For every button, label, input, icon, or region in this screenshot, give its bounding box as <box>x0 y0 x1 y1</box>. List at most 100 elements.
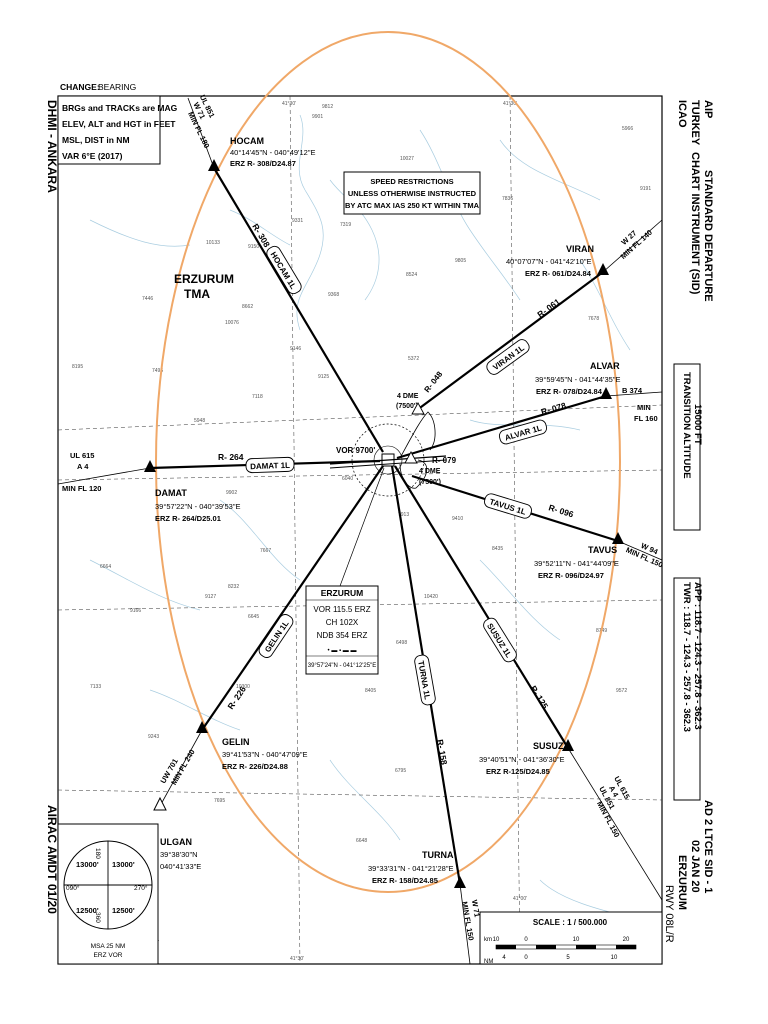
svg-text:FL 160: FL 160 <box>634 414 658 423</box>
radial-alvar: R- 078 <box>540 400 568 417</box>
spot-height: 5948 <box>194 418 205 424</box>
app-frequency: APP : 118.7 - 124.3 - 257.8 - 362.3 <box>692 582 703 730</box>
vor-altitude: VOR 9700' <box>336 446 375 455</box>
airway-w27: W 27 MIN FL 140 <box>619 228 654 261</box>
spot-height: 9127 <box>205 594 216 600</box>
scale-nm-tick: 4 <box>502 955 506 961</box>
spot-height: 10133 <box>206 240 220 246</box>
airway-b374: B 374 MIN FL 160 <box>622 386 658 423</box>
svg-text:39°52'11"N - 041°44'09"E: 39°52'11"N - 041°44'09"E <box>534 559 619 568</box>
wp-damat: DAMAT 39°57'22"N - 040°39'53"E ERZ R- 26… <box>155 488 241 523</box>
svg-text:BRGs and TRACKs are MAG: BRGs and TRACKs are MAG <box>62 103 178 113</box>
notes-box: BRGs and TRACKs are MAG ELEV, ALT and HG… <box>57 95 178 165</box>
viran-fix-icon[interactable] <box>597 263 609 275</box>
airway-uw701-line <box>159 729 203 807</box>
wp-ulgan: ULGAN 39°38'30"N 040°41'33"E <box>160 837 201 871</box>
route-label-hocam: HOCAM 1L <box>266 245 302 295</box>
spot-height: 6795 <box>395 768 406 774</box>
transition-altitude-value: 15000 FT <box>692 404 703 445</box>
spot-height: 9812 <box>322 104 333 110</box>
radial-susuz: R- 125 <box>528 684 550 711</box>
svg-text:CH 102X: CH 102X <box>326 618 359 627</box>
airport-area <box>329 423 447 497</box>
radial-turna: R- 158 <box>435 739 449 766</box>
wp-susuz: SUSUZ 39°40'51"N - 041°36'30"E ERZ R-125… <box>479 741 565 776</box>
tma-name-2: TMA <box>184 287 210 301</box>
radial-gelin: R- 226 <box>225 684 248 711</box>
tma-boundary <box>155 31 621 893</box>
route-viran[interactable] <box>416 271 604 411</box>
spot-height: 9902 <box>226 490 237 496</box>
svg-text:NDB 354 ERZ: NDB 354 ERZ <box>317 631 368 640</box>
msa-diagram: 180 360 090° 270° 13000' 13000' 12500' 1… <box>57 823 159 965</box>
svg-text:UL 615: UL 615 <box>70 451 94 460</box>
spot-height: 9805 <box>455 258 466 264</box>
route-gelin[interactable] <box>201 465 384 731</box>
hocam-fix-icon[interactable] <box>208 159 220 171</box>
spot-height: 6498 <box>396 640 407 646</box>
alvar-fix-icon[interactable] <box>600 387 612 399</box>
gelin-fix-icon[interactable] <box>196 721 208 733</box>
morse-code: • ▬ ▪ ▬ ▬ <box>328 648 357 654</box>
svg-text:VIRAN: VIRAN <box>566 244 594 254</box>
svg-text:40°14'45"N - 040°49'12"E: 40°14'45"N - 040°49'12"E <box>230 148 316 157</box>
route-alvar[interactable] <box>396 394 607 460</box>
frequency-box: TWR : 118.7 - 124.3 - 257.8 - 362.3 APP … <box>673 577 703 801</box>
turna-fix-icon[interactable] <box>454 876 466 888</box>
route-hocam[interactable] <box>213 167 384 453</box>
runway-label: RWY 08L/R <box>663 885 675 943</box>
svg-text:ERZ R- 061/D24.84: ERZ R- 061/D24.84 <box>525 269 592 278</box>
svg-text:B 374: B 374 <box>622 386 643 395</box>
dme-south-dist: 4 DME <box>419 468 441 475</box>
svg-text:39°57'24"N - 041°12'25"E: 39°57'24"N - 041°12'25"E <box>308 663 376 669</box>
navaid-box: ERZURUM VOR 115.5 ERZ CH 102X NDB 354 ER… <box>305 467 385 675</box>
scale-km-tick: 10 <box>573 937 580 943</box>
svg-text:VAR 6°E (2017): VAR 6°E (2017) <box>62 151 123 161</box>
wp-hocam: HOCAM 40°14'45"N - 040°49'12"E ERZ R- 30… <box>230 136 316 168</box>
scale-km-label: km <box>484 937 492 943</box>
svg-text:040°41'33"E: 040°41'33"E <box>160 862 201 871</box>
scale-nm-tick: 10 <box>611 955 618 961</box>
spot-height: 7678 <box>588 316 599 322</box>
route-label-gelin: GELIN 1L <box>258 614 294 658</box>
svg-text:ULGAN: ULGAN <box>160 837 192 847</box>
svg-text:39°40'51"N - 041°36'30"E: 39°40'51"N - 041°36'30"E <box>479 755 565 764</box>
chart-frame <box>57 95 663 965</box>
airac-label: AIRAC AMDT 01/20 <box>45 805 59 914</box>
ulgan-fix-icon[interactable] <box>153 796 167 811</box>
susuz-fix-icon[interactable] <box>562 739 574 751</box>
scale-km-tick: 10 <box>493 937 500 943</box>
wp-alvar: ALVAR 39°59'45"N - 041°44'35"E ERZ R- 07… <box>535 361 621 396</box>
msa-sw: 12500' <box>76 906 99 915</box>
change-value: BEARING <box>98 82 136 92</box>
grid-label-bottom-2: 41°00' <box>513 896 527 902</box>
svg-text:ERZ R- 308/D24.87: ERZ R- 308/D24.87 <box>230 159 296 168</box>
airway-w71-line <box>459 883 471 965</box>
svg-text:39°57'22"N - 040°39'53"E: 39°57'22"N - 040°39'53"E <box>155 502 241 511</box>
waypoint-symbols <box>144 159 624 888</box>
scale-km-tick: 0 <box>524 937 528 943</box>
svg-text:39°59'45"N - 041°44'35"E: 39°59'45"N - 041°44'35"E <box>535 375 621 384</box>
svg-text:MIN: MIN <box>637 403 651 412</box>
route-susuz[interactable] <box>394 465 569 749</box>
spot-height: 8232 <box>228 584 239 590</box>
grid-label-top-2: 41°30' <box>503 101 517 107</box>
svg-text:ERZ R-125/D24.85: ERZ R-125/D24.85 <box>486 767 550 776</box>
authority-label: DHMI - ANKARA <box>45 100 59 193</box>
msa-north: 180 <box>94 848 101 859</box>
msa-caption-1: MSA 25 NM <box>91 943 126 950</box>
dme-north-radial: R- 048 <box>422 369 444 394</box>
svg-text:DAMAT: DAMAT <box>155 488 187 498</box>
spot-height: 7836 <box>502 196 513 202</box>
damat-fix-icon[interactable] <box>144 460 156 472</box>
route-label-turna: TURNA 1L <box>414 654 436 706</box>
spot-height: 9572 <box>616 688 627 694</box>
spot-height: 9146 <box>290 346 301 352</box>
tavus-fix-icon[interactable] <box>612 532 624 544</box>
right-bottom-block: AD 2 LTCE SID - 1 02 JAN 20 ERZURUM RWY … <box>663 800 714 943</box>
svg-text:GELIN: GELIN <box>222 737 250 747</box>
spot-height: 7913 <box>398 512 409 518</box>
twr-frequency: TWR : 118.7 - 124.3 - 257.8 - 362.3 <box>681 582 692 732</box>
